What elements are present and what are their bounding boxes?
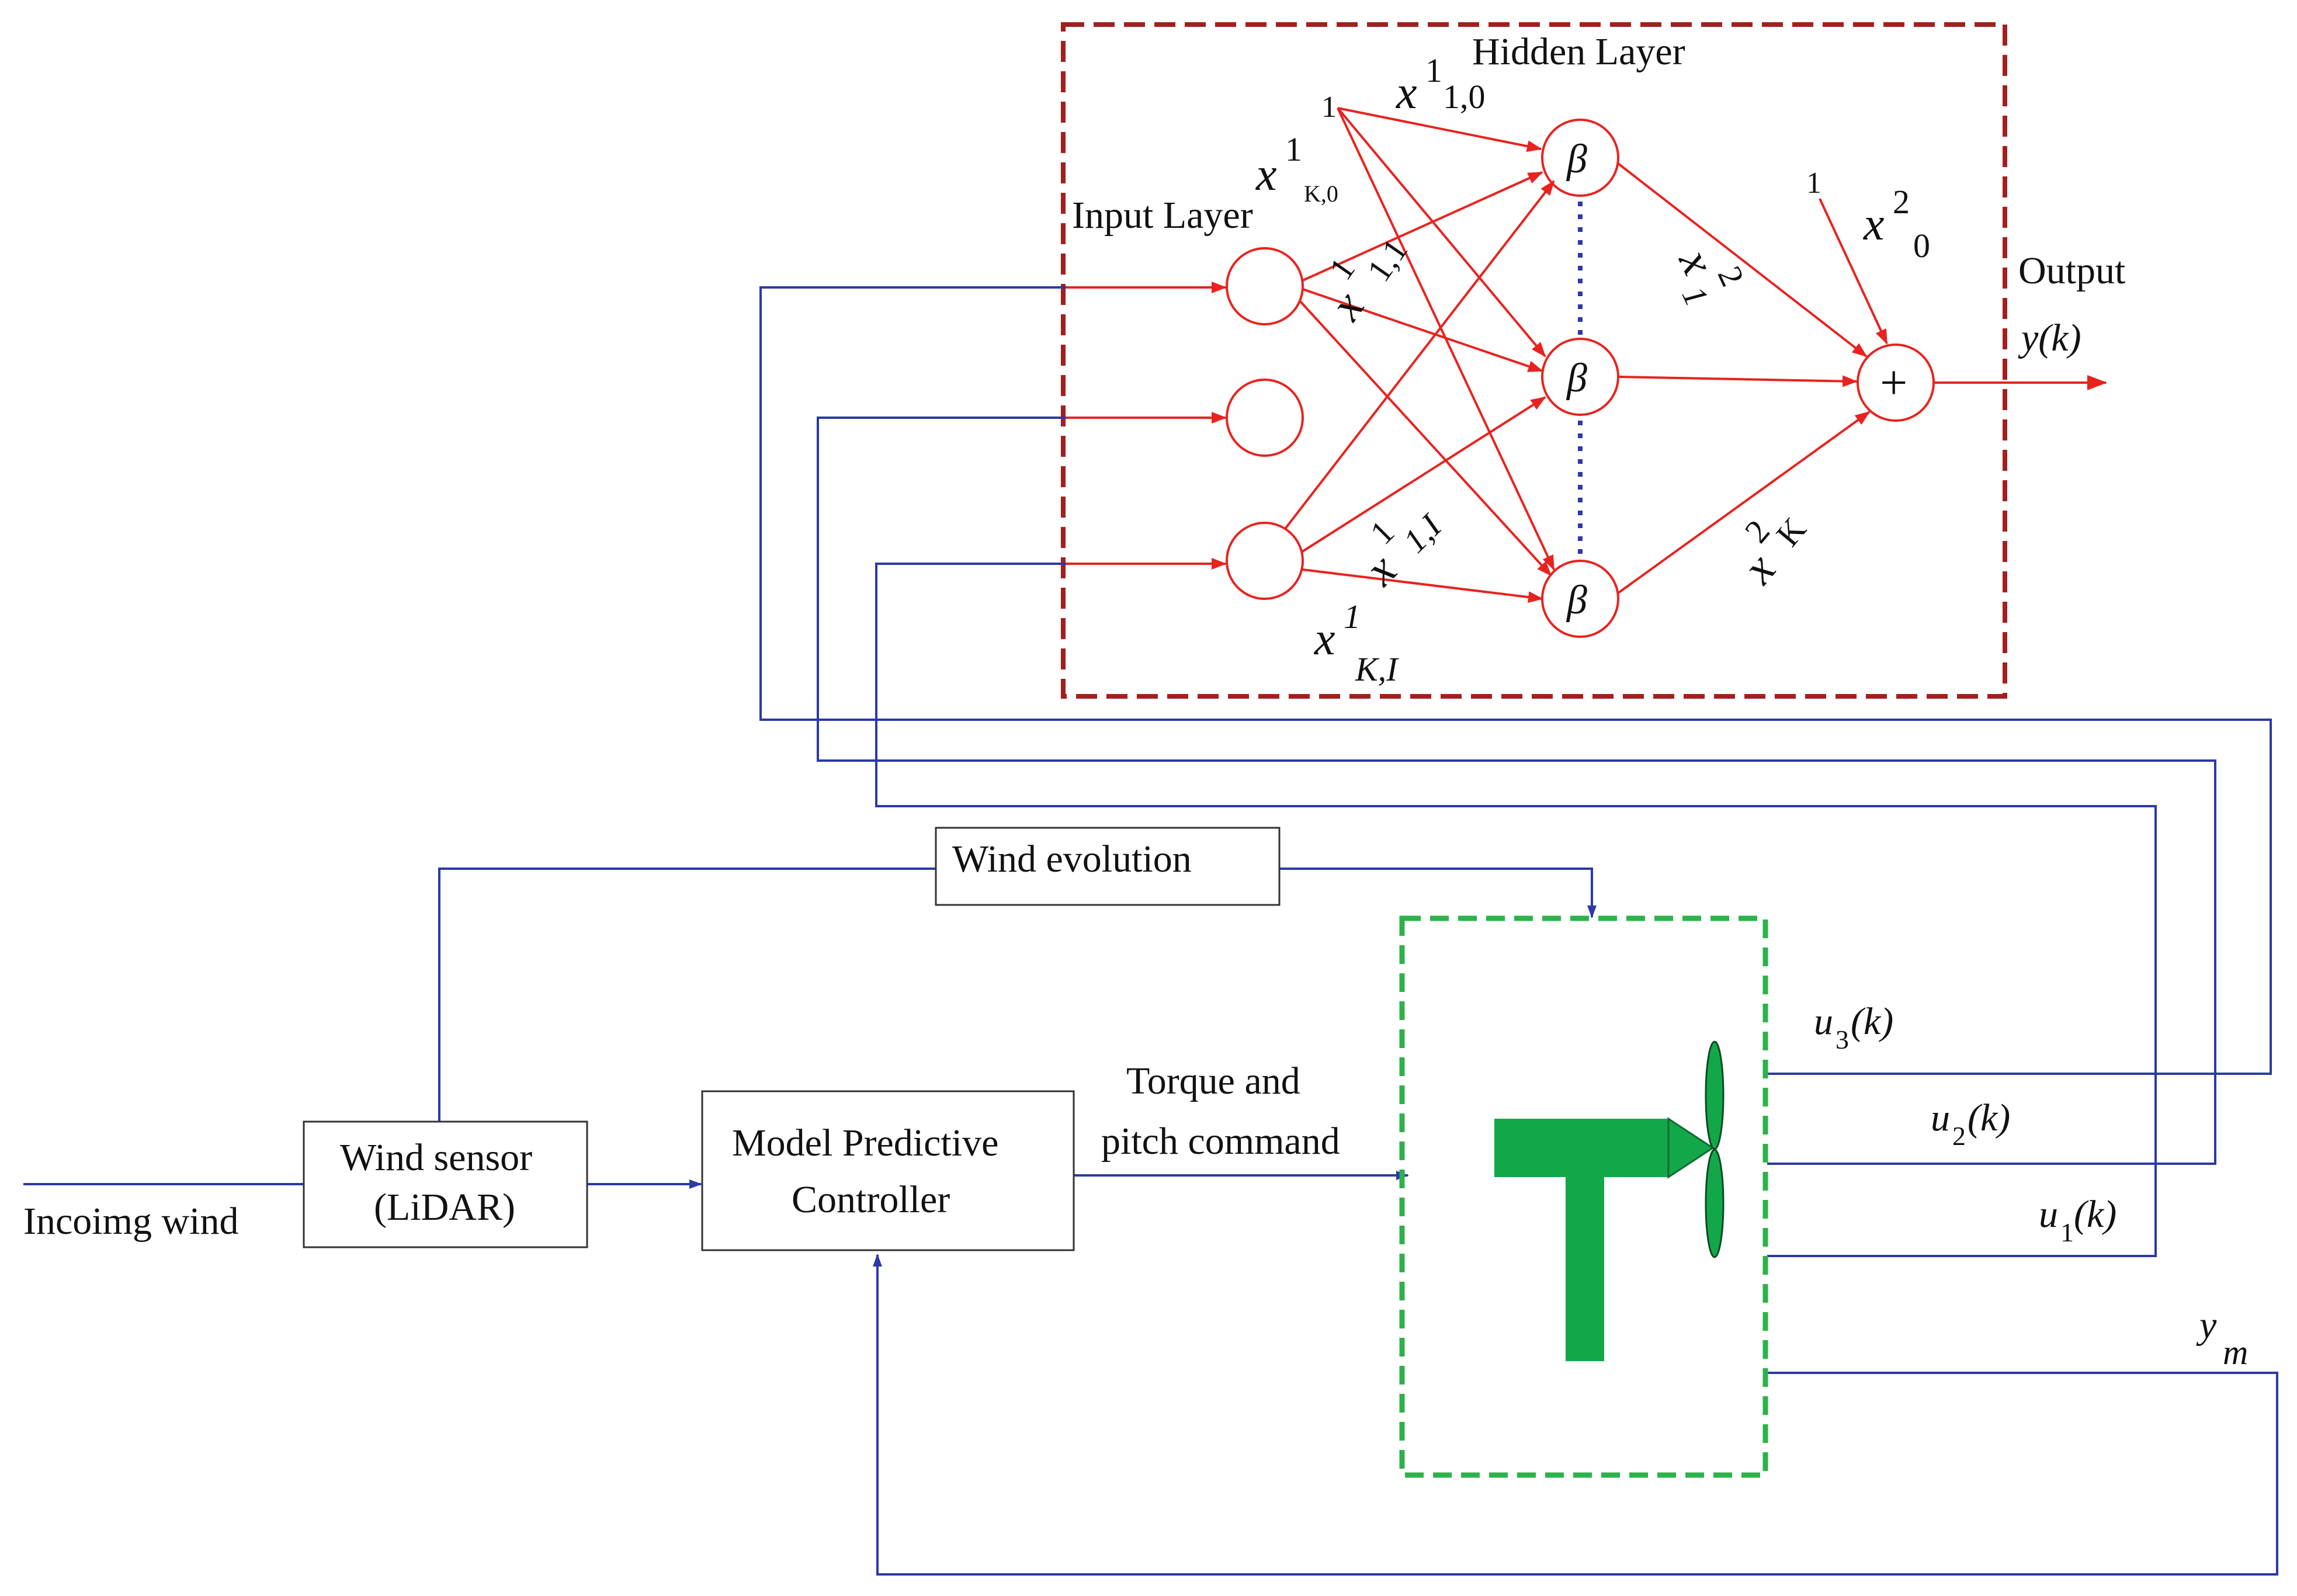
output-var: y(k) [2018,317,2081,359]
svg-text:x: x [1355,544,1406,595]
svg-text:m: m [2223,1333,2248,1372]
svg-text:1: 1 [1285,130,1302,168]
incoming-wind-label: Incoimg wind [23,1200,238,1243]
plant-frame [1399,915,1768,1478]
wind-sensor-label-2: (LiDAR) [374,1186,515,1229]
svg-text:x: x [1314,613,1335,665]
hidden-neuron-3: β [1541,560,1619,638]
svg-text:1: 1 [1674,280,1716,312]
ym-label: y m [2196,1304,2248,1372]
wind-turbine-icon [1494,1040,1725,1361]
feedback-wires-to-nn [759,286,2272,1257]
svg-text:x: x [1396,67,1417,119]
svg-text:y: y [2196,1304,2217,1347]
mpc-label-2: Controller [792,1178,950,1221]
svg-text:u: u [1814,1000,1833,1043]
u3-label: u 3 (k) [1814,1000,1893,1054]
turbine-blade-bottom [1705,1149,1725,1258]
turbine-nacelle [1494,1119,1668,1177]
hidden-layer-label: Hidden Layer [1472,30,1685,73]
bias-one-hidden: 1 [1321,91,1337,124]
hidden-neuron-2: β [1541,338,1619,416]
sum-symbol: + [1880,356,1907,410]
weight-x2-1: x 2 1 [1668,241,1752,312]
sum-neuron: + [1857,344,1935,422]
svg-text:0: 0 [1913,227,1930,265]
svg-text:u: u [2039,1193,2058,1236]
svg-text:1: 1 [2060,1217,2074,1247]
torque-label-1: Torque and [1126,1060,1300,1102]
ym-feedback-wire [873,1254,2278,1576]
turbine-blade-top [1705,1040,1725,1150]
input-layer-label: Input Layer [1072,194,1253,237]
weight-x2-0: x 2 0 [1863,183,1930,265]
svg-text:x: x [1255,149,1277,200]
weight-xK-0: x 1 K,0 [1255,130,1338,207]
svg-text:K: K [1768,510,1813,553]
svg-text:(k): (k) [2074,1193,2116,1236]
svg-text:1: 1 [1344,598,1361,636]
svg-text:K,0: K,0 [1304,181,1338,207]
hidden-neuron-3-symbol: β [1566,578,1587,623]
wind-sensor-block: Wind sensor (LiDAR) [303,1120,588,1248]
svg-text:x: x [1863,199,1885,250]
wind-evolution-to-plant [1279,868,1597,918]
hidden-neuron-1: β [1541,119,1619,197]
svg-text:2: 2 [1893,183,1910,221]
bias-one-output: 1 [1806,166,1821,200]
svg-text:u: u [1931,1097,1950,1139]
wind-sensor-label-1: Wind sensor [340,1136,532,1179]
u1-label: u 1 (k) [2039,1193,2116,1247]
input-neuron-3 [1226,522,1304,600]
svg-text:3: 3 [1835,1025,1849,1054]
weight-xK-I: x 1 K,I [1314,598,1399,688]
svg-text:1: 1 [1425,51,1442,89]
hidden-neuron-1-symbol: β [1566,137,1587,182]
weight-x11-0: x 1 1,0 [1396,51,1486,119]
svg-text:(k): (k) [1851,1000,1893,1043]
turbine-tower [1566,1168,1604,1361]
svg-text:1,0: 1,0 [1443,78,1486,116]
svg-text:1,I: 1,I [1396,506,1449,560]
weight-x2-K: x 2 K [1732,510,1813,594]
wind-evolution-label: Wind evolution [952,838,1192,880]
svg-text:1,1: 1,1 [1359,232,1415,289]
svg-text:K,I: K,I [1355,650,1399,688]
torque-label-2: pitch command [1101,1120,1340,1163]
sensor-to-wind-evolution [438,868,936,1122]
mpc-block: Model Predictive Controller [701,1090,1075,1251]
svg-text:x: x [1732,544,1785,594]
turbine-hub [1667,1117,1715,1179]
mpc-label-1: Model Predictive [732,1122,998,1164]
input-neuron-1 [1226,247,1304,325]
svg-text:x: x [1320,283,1374,329]
hidden-neuron-2-symbol: β [1566,356,1587,401]
svg-text:2: 2 [1710,261,1752,292]
u2-label: u 2 (k) [1931,1097,2010,1151]
nn-frame [1061,22,2007,699]
svg-text:(k): (k) [1968,1097,2010,1139]
svg-text:2: 2 [1952,1121,1966,1151]
output-label: Output [2018,249,2125,292]
wind-evolution-block: Wind evolution [935,827,1281,906]
weight-x11-I: x 1 1,I [1355,506,1449,595]
nn-connections [1066,107,2107,603]
input-neuron-2 [1226,379,1304,457]
